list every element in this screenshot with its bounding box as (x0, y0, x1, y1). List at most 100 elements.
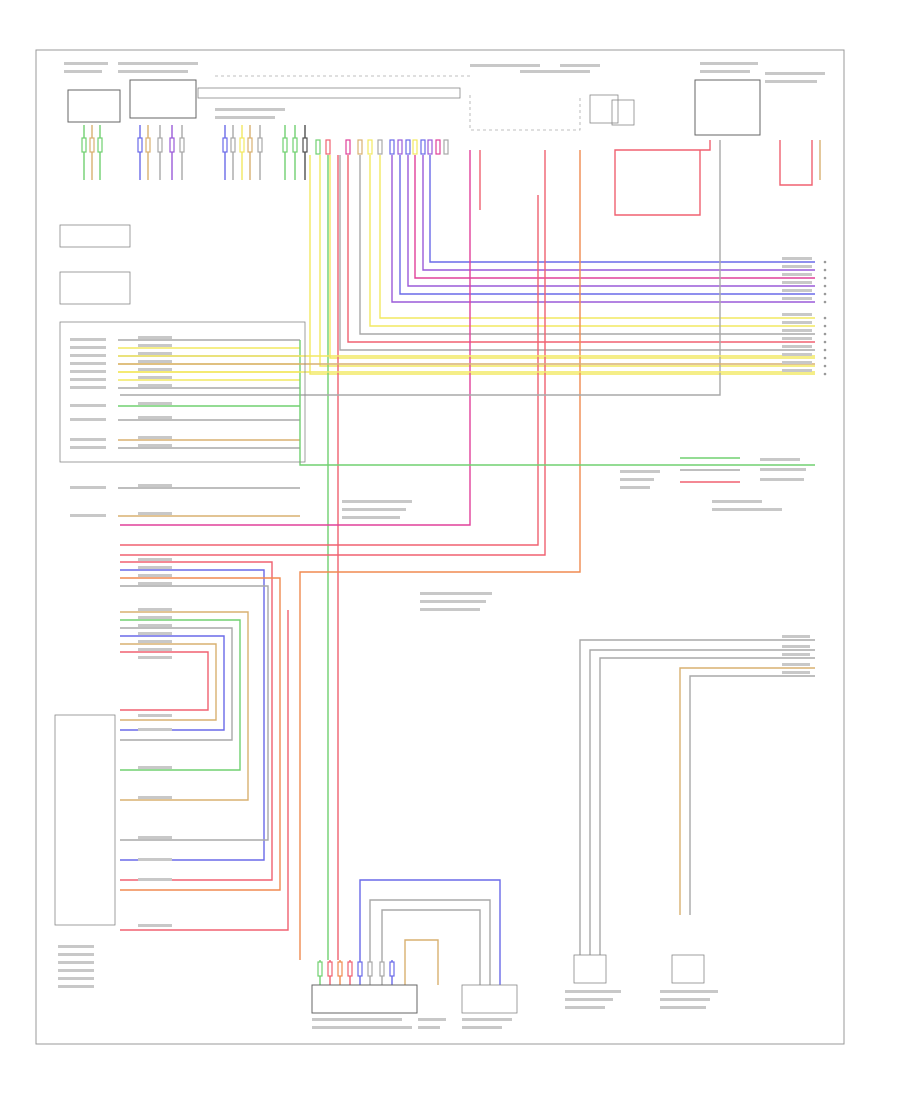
connector-pin (89, 137, 95, 153)
left-wire-label (138, 436, 172, 439)
green-horizontal-wire (299, 340, 815, 466)
wire-color-label (782, 281, 812, 284)
connector-pin (389, 139, 395, 155)
bottom-blue-loop (359, 879, 501, 985)
pink-wire (120, 150, 471, 526)
wire-color-label (782, 329, 812, 332)
connector-pin (377, 139, 383, 155)
top-label-text (118, 70, 188, 73)
bottom-red-wire (120, 610, 289, 931)
center-label-text (420, 608, 480, 611)
module-left-top (67, 89, 121, 123)
wire-color-label (782, 353, 812, 356)
left-row-label (70, 418, 106, 421)
terminal-dot (823, 292, 827, 296)
connector-pin (239, 137, 245, 153)
lower-left-label (58, 969, 94, 972)
connector-pin (325, 139, 331, 155)
center-label-text (342, 516, 400, 519)
connector-pin (81, 137, 87, 153)
right-sensor-wire-2 (589, 649, 815, 955)
bottom-label-text (418, 1026, 440, 1029)
connector-pin (367, 139, 373, 155)
wire-color-label (782, 265, 812, 268)
wire-color-label (782, 321, 812, 324)
top-label-text (215, 108, 285, 111)
wire-color-label (782, 313, 812, 316)
terminal-dot (823, 348, 827, 352)
mid-wire-label (138, 640, 172, 643)
connector-pin (317, 961, 323, 977)
connector-pin (145, 137, 151, 153)
right-wire-label (782, 671, 810, 674)
mid-wire-label (138, 656, 172, 659)
mid-wire-label (138, 574, 172, 577)
lower-wire-label (138, 766, 172, 769)
bundle-wire (359, 155, 815, 335)
left-wire-label (138, 368, 172, 371)
bottom-label-text (462, 1018, 512, 1021)
left-row-label (70, 404, 106, 407)
connector-pin (302, 137, 308, 153)
bottom-gray-loop (369, 899, 491, 985)
right-sensor-wire (579, 639, 815, 955)
terminal-dot (823, 316, 827, 320)
bundle-wire (414, 155, 815, 279)
bundle-wire (339, 155, 815, 351)
bundle-wire (347, 155, 815, 343)
lower-left-label (58, 961, 94, 964)
top-label-text (520, 70, 590, 73)
left-row-label (70, 354, 106, 357)
rmid-label-text (620, 486, 650, 489)
connector-pin (379, 961, 385, 977)
left-wire-label (138, 484, 172, 487)
terminal-dot (823, 276, 827, 280)
terminal-dot (823, 340, 827, 344)
lower-left-label (58, 977, 94, 980)
left-wire-label (138, 402, 172, 405)
module-top-right (694, 79, 761, 136)
connector-pin (222, 137, 228, 153)
red-loop-wire-2 (779, 140, 813, 186)
rmid-label-text (760, 468, 806, 471)
lower-left-label (58, 985, 94, 988)
connector-pin (315, 139, 321, 155)
lower-left-label (58, 953, 94, 956)
terminal-dot (823, 300, 827, 304)
connector-pin (337, 961, 343, 977)
red-loop-wire (614, 140, 711, 216)
bottom-label-text (462, 1026, 502, 1029)
lower-loop-tan-2 (120, 643, 217, 721)
top-label-text (700, 70, 750, 73)
mid-wire-label (138, 608, 172, 611)
connector-pin (157, 137, 163, 153)
wire-color-label (782, 257, 812, 260)
bundle-wire (379, 155, 815, 319)
lower-loop-green (120, 619, 241, 771)
fuse-box-border (469, 95, 581, 131)
center-label-text (342, 508, 406, 511)
left-wire-label (138, 416, 172, 419)
center-label-text (420, 592, 492, 595)
wire-color-label (782, 345, 812, 348)
center-label-text (342, 500, 412, 503)
connector-pin (427, 139, 433, 155)
top-label-text (765, 72, 825, 75)
wire-color-label (782, 361, 812, 364)
left-wire-label (138, 376, 172, 379)
bottom-gray-loop-2 (381, 909, 481, 985)
lower-loop-red (120, 561, 273, 881)
connector-pin (345, 139, 351, 155)
connector-pin (179, 137, 185, 153)
mid-wire-label (138, 632, 172, 635)
diagram-frame (35, 49, 845, 1045)
top-label-text (64, 70, 102, 73)
rmid-label-text (712, 508, 782, 511)
label-placeholders (58, 62, 825, 1029)
top-label-text (560, 64, 600, 67)
left-module-2 (59, 271, 131, 305)
sensor-label-text (660, 1006, 706, 1009)
connector-pin (230, 137, 236, 153)
wires (83, 125, 821, 985)
connector-pin (405, 139, 411, 155)
